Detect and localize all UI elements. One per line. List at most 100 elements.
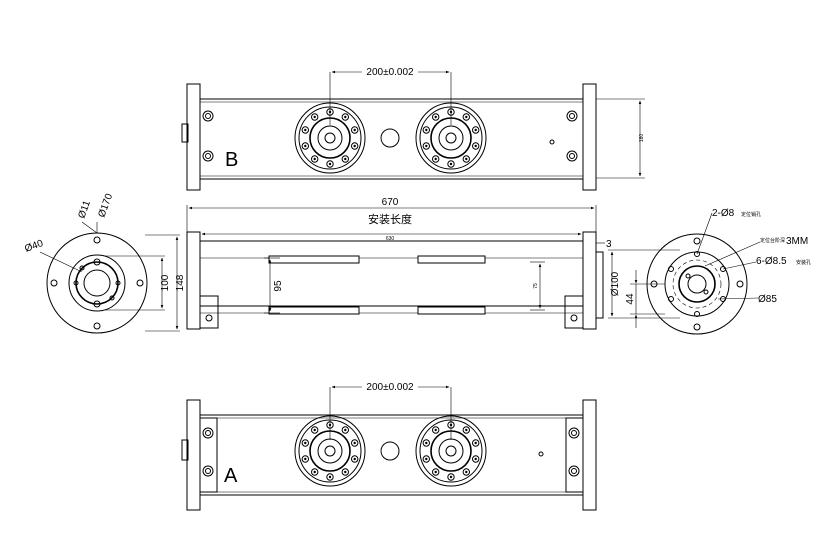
hub-bolt-center bbox=[434, 115, 437, 119]
hub-bolt-center bbox=[344, 115, 347, 119]
hub-bolt-center bbox=[304, 144, 307, 148]
hub-bolt bbox=[311, 155, 319, 163]
bottom-view-left-flange bbox=[186, 399, 201, 511]
hub-bolt bbox=[447, 160, 455, 168]
hub-bolt-center bbox=[425, 441, 428, 445]
hub-bolt-center bbox=[425, 128, 428, 132]
hub-shaft bbox=[324, 132, 336, 144]
hub-bolt-center bbox=[353, 144, 356, 148]
hub-bolt bbox=[301, 455, 309, 463]
right-end-boss-dia: Ø100 bbox=[610, 271, 621, 296]
hub-bolt-center bbox=[425, 144, 428, 148]
top-view-left-flange bbox=[186, 83, 201, 191]
hub-bolt-center bbox=[344, 157, 347, 161]
right-end-mount-holes: 6-Ø8.5 bbox=[756, 256, 787, 267]
hub-bolt-center bbox=[328, 162, 332, 166]
right-end-pcd-dia: Ø85 bbox=[758, 294, 777, 305]
hub-inner-ring bbox=[438, 125, 464, 151]
front-view-body bbox=[199, 240, 584, 307]
left-end-boss bbox=[68, 254, 126, 312]
front-view-right-bracket bbox=[564, 295, 583, 329]
hub-bolt-center bbox=[465, 470, 468, 474]
front-view-height-95: 95 bbox=[273, 280, 284, 292]
hub-bolt-center bbox=[474, 441, 477, 445]
hub-bolt bbox=[462, 155, 470, 163]
left-end-hole-dia: Ø11 bbox=[76, 199, 93, 220]
front-view-left-roller-top bbox=[268, 255, 360, 264]
hub-inner-ring bbox=[438, 438, 464, 464]
hub-bolt bbox=[301, 142, 309, 150]
front-view-right-step bbox=[595, 251, 604, 319]
right-end-chamfer: 3MM bbox=[786, 236, 808, 247]
hub-bolt-center bbox=[344, 428, 347, 432]
hub-bolt bbox=[432, 426, 440, 434]
hub-bolt bbox=[326, 473, 334, 481]
bottom-view-left-stub bbox=[181, 439, 189, 461]
right-end-boss bbox=[678, 265, 716, 303]
front-view-inner-length-dim: 630 bbox=[386, 236, 395, 242]
front-view-left-bracket bbox=[200, 295, 219, 329]
hub-bolt-center bbox=[434, 470, 437, 474]
bottom-view-spacing-dim: 200±0.002 bbox=[366, 382, 414, 393]
front-view-left-flange bbox=[186, 231, 201, 330]
bottom-view: A 200±0.002 bbox=[181, 380, 597, 511]
front-view-flange-thickness: 3 bbox=[606, 239, 612, 250]
hub-bolt bbox=[472, 142, 480, 150]
hub-bolt bbox=[462, 468, 470, 476]
hub-bolt-center bbox=[304, 457, 307, 461]
hub-bolt-center bbox=[328, 475, 332, 479]
left-end-dim-100: 100 bbox=[160, 274, 171, 291]
top-view-right-flange bbox=[582, 83, 597, 191]
hub-bolt-center bbox=[425, 457, 428, 461]
hub-bolt bbox=[311, 426, 319, 434]
hub-bolt-center bbox=[434, 428, 437, 432]
top-view-height-dim: 180 bbox=[639, 134, 645, 143]
top-view-center-hole bbox=[380, 128, 400, 148]
left-end-bore-dia: Ø40 bbox=[23, 238, 45, 255]
hub-bolt bbox=[472, 439, 480, 447]
hub-bolt bbox=[341, 155, 349, 163]
right-end-offset: 44 bbox=[625, 293, 636, 305]
front-view-install-length: 安装长度 bbox=[368, 212, 412, 226]
hub-bolt-center bbox=[434, 157, 437, 161]
front-view-height-75: 75 bbox=[533, 283, 539, 289]
hub-bolt-center bbox=[474, 128, 477, 132]
hub-bolt bbox=[351, 142, 359, 150]
hub-bolt-center bbox=[449, 475, 453, 479]
right-end-pin-note: 定位销孔 bbox=[741, 211, 761, 218]
bottom-view-left-foot bbox=[199, 417, 218, 493]
hub-bolt-center bbox=[353, 128, 356, 132]
front-view-right-roller-top bbox=[417, 255, 486, 264]
right-end-mount-note: 安装孔 bbox=[796, 259, 811, 266]
front-view-left-roller-bottom bbox=[268, 306, 360, 315]
hub-bolt bbox=[462, 113, 470, 121]
top-view-body bbox=[199, 98, 584, 180]
left-end-outer-flange bbox=[46, 232, 148, 334]
hub-bolt bbox=[301, 126, 309, 134]
bottom-view-screws bbox=[202, 427, 580, 477]
hub-bolt-center bbox=[313, 470, 316, 474]
hub-bolt-center bbox=[465, 428, 468, 432]
hub-bolt-center bbox=[313, 115, 316, 119]
hub-bolt bbox=[422, 126, 430, 134]
hub-bolt bbox=[351, 455, 359, 463]
hub-bolt-center bbox=[474, 457, 477, 461]
hub-bolt bbox=[341, 113, 349, 121]
hub-bolt-center bbox=[465, 115, 468, 119]
hub-bolt bbox=[301, 439, 309, 447]
hub-bolt bbox=[422, 455, 430, 463]
hub-bolt-center bbox=[353, 441, 356, 445]
left-end-view: Ø11 Ø170 Ø40 100 148 bbox=[23, 192, 186, 334]
hub-bolt-center bbox=[344, 470, 347, 474]
hub-bolt-center bbox=[353, 457, 356, 461]
bottom-view-center-hole bbox=[380, 441, 400, 461]
right-end-pcd bbox=[664, 251, 730, 317]
bottom-view-right-flange bbox=[582, 399, 597, 511]
hub-shaft bbox=[324, 445, 336, 457]
hub-bolt bbox=[447, 473, 455, 481]
bottom-view-label: A bbox=[224, 465, 238, 487]
right-end-view: 2-Ø8 定位销孔 定位台阶深 3MM 6-Ø8.5 安装孔 Ø85 Ø100 … bbox=[608, 208, 811, 335]
hub-bolt-center bbox=[474, 144, 477, 148]
right-end-chamfer-note: 定位台阶深 bbox=[760, 237, 785, 244]
hub-bolt bbox=[341, 426, 349, 434]
